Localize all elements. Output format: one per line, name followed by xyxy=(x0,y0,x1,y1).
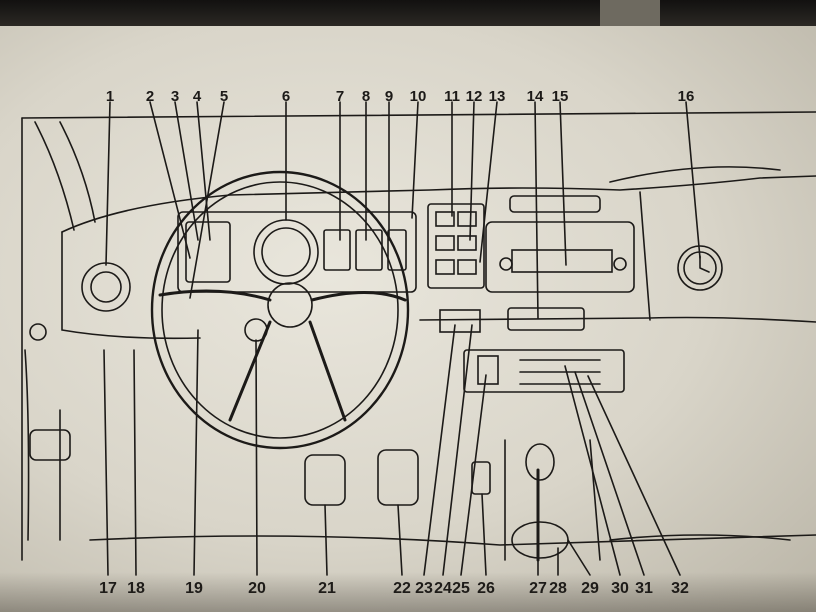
speedometer xyxy=(253,219,319,285)
callout-label: 5 xyxy=(219,88,229,105)
callout-label: 24 xyxy=(434,580,452,597)
callout-label: 21 xyxy=(318,580,336,597)
callout-label: 11 xyxy=(444,88,460,105)
callout-label: 2 xyxy=(145,88,155,105)
callout-label: 25 xyxy=(452,580,470,597)
callout-label: 8 xyxy=(361,88,371,105)
callout-label: 6 xyxy=(281,88,291,105)
callout-label: 4 xyxy=(192,88,202,105)
callout-label: 23 xyxy=(415,580,433,597)
callout-label: 7 xyxy=(335,88,345,105)
ignition-switch xyxy=(244,318,268,342)
callout-label: 1 xyxy=(105,88,115,105)
dash-top-contour xyxy=(61,175,816,233)
callout-label: 20 xyxy=(248,580,266,597)
callout-label: 12 xyxy=(465,88,483,105)
callout-label: 9 xyxy=(384,88,394,105)
heater-controls xyxy=(463,349,625,393)
callout-label: 30 xyxy=(611,580,629,597)
callout-label: 17 xyxy=(99,580,117,597)
frame-top-line xyxy=(21,111,816,119)
brake-pedal xyxy=(304,454,346,506)
steering-wheel-rim xyxy=(150,170,410,450)
callout-label: 32 xyxy=(671,580,689,597)
callout-label: 10 xyxy=(409,88,427,105)
accelerator-pedal xyxy=(471,461,491,495)
callout-label: 13 xyxy=(488,88,506,105)
callout-label: 16 xyxy=(677,88,695,105)
switch-panel xyxy=(427,203,485,289)
callout-label: 26 xyxy=(477,580,495,597)
dark-background-edge xyxy=(0,0,816,26)
callout-label: 14 xyxy=(526,88,544,105)
callout-label: 22 xyxy=(393,580,411,597)
defrost-grille xyxy=(509,195,601,213)
instrument-cluster xyxy=(177,211,417,293)
left-air-vent xyxy=(81,262,131,312)
callout-label: 3 xyxy=(170,88,180,105)
callout-label: 18 xyxy=(127,580,145,597)
gear-knob xyxy=(525,443,555,481)
radio xyxy=(485,221,635,293)
callout-label: 31 xyxy=(635,580,653,597)
callout-label: 28 xyxy=(549,580,567,597)
steering-hub xyxy=(267,282,313,328)
door-handle xyxy=(29,429,71,461)
clutch-pedal xyxy=(377,449,419,506)
door-knob xyxy=(29,323,47,341)
callout-label: 27 xyxy=(529,580,547,597)
clock xyxy=(677,245,723,291)
callout-label: 15 xyxy=(551,88,569,105)
callout-label: 29 xyxy=(581,580,599,597)
ashtray xyxy=(507,307,585,331)
callout-label: 19 xyxy=(185,580,203,597)
